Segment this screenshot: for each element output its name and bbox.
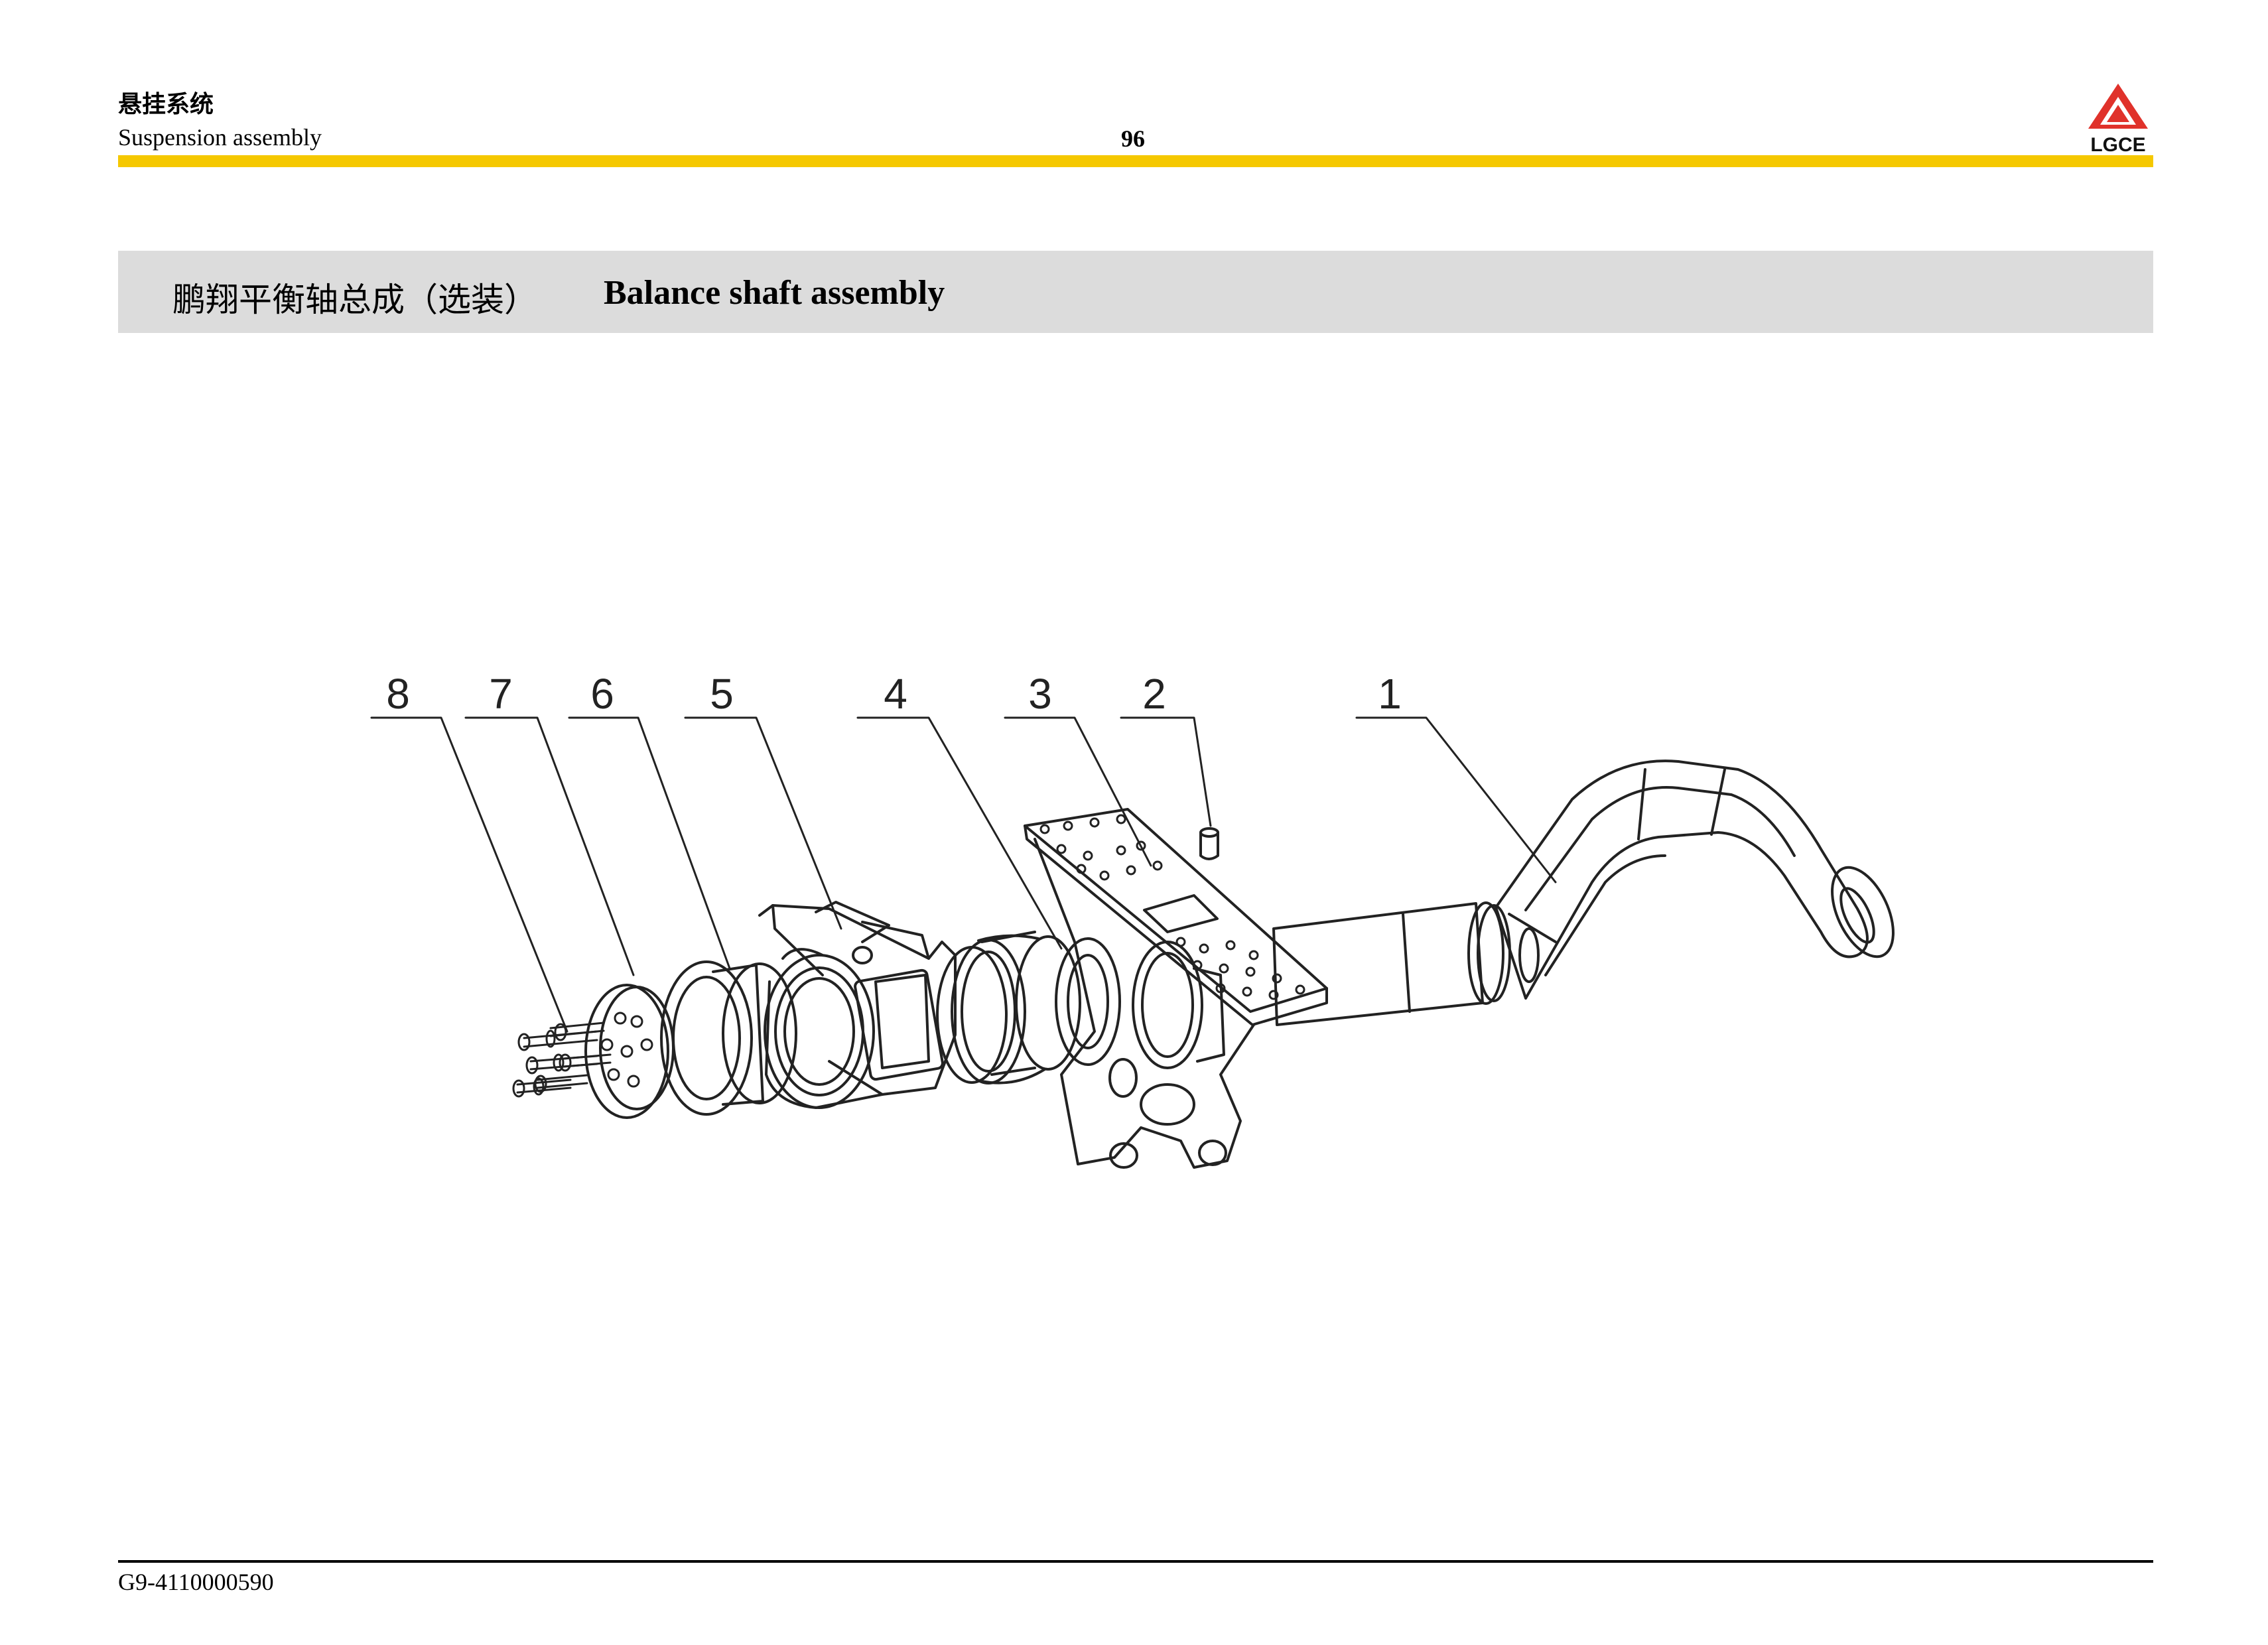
- part-2-pin: [1199, 827, 1219, 860]
- header-title-en: Suspension assembly: [118, 124, 322, 151]
- part-3-bracket: [1024, 808, 1328, 1169]
- section-title-zh: 鹏翔平衡轴总成（选装）: [172, 281, 537, 318]
- callout-4: 4: [884, 670, 907, 718]
- callout-6: 6: [590, 670, 614, 718]
- part-5-hub-clamp: [758, 901, 957, 1109]
- section-title-en: Balance shaft assembly: [604, 274, 945, 312]
- callout-7: 7: [489, 670, 513, 718]
- callout-5: 5: [710, 670, 734, 718]
- part-1-shaft-arm: [1272, 759, 1895, 1026]
- leader-lines: [370, 716, 1557, 1033]
- footer-part-code: G9-4110000590: [118, 1569, 274, 1595]
- header-title-zh: 悬挂系统: [118, 91, 214, 117]
- header-rule: [118, 155, 2153, 167]
- part-7-end-cap: [584, 984, 675, 1119]
- page-number: 96: [1121, 125, 1145, 152]
- logo-text: LGCE: [2090, 134, 2145, 155]
- part-4-seal-ring: [936, 931, 1121, 1085]
- callout-8: 8: [386, 670, 410, 718]
- footer-rule: [118, 1560, 2153, 1563]
- callout-1: 1: [1378, 670, 1402, 718]
- callout-2: 2: [1142, 670, 1166, 718]
- section-title-band: 鹏翔平衡轴总成（选装） Balance shaft assembly: [118, 251, 2153, 333]
- part-8-bolts: [512, 1021, 612, 1098]
- callout-3: 3: [1028, 670, 1052, 718]
- lgce-logo-icon: LGCE: [2088, 84, 2148, 155]
